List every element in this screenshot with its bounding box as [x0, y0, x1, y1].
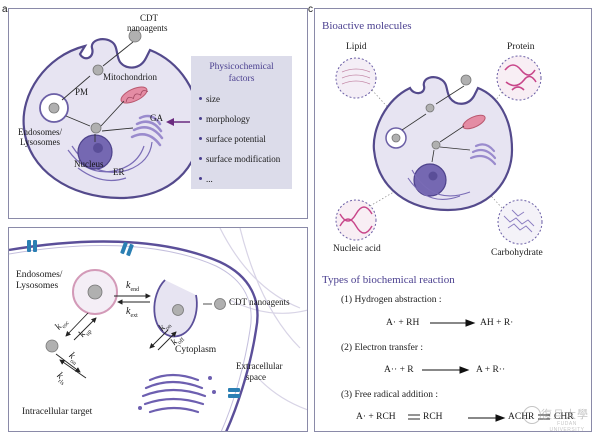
physicochemical-factors-box: Physicochemical factors size morphology …: [191, 56, 292, 189]
label-cdt-nanoagents-b: CDT nanoagents: [229, 297, 290, 307]
factor-item: surface potential: [199, 134, 288, 144]
label-carbohydrate: Carbohydrate: [491, 248, 543, 258]
endosome-particle-b: [87, 284, 103, 300]
bullet-icon: [199, 137, 202, 141]
bullet-icon: [199, 177, 202, 181]
endosome-particle: [48, 102, 60, 114]
label-er: ER: [113, 167, 125, 177]
rate-k-ext: kext: [126, 306, 138, 319]
label-lysosomes: Lysosomes: [20, 137, 61, 147]
factors-title: Physicochemical factors: [209, 62, 274, 84]
watermark-logo-icon: [523, 406, 541, 424]
label-extracellular: Extracellular: [236, 361, 283, 371]
label-lipid: Lipid: [346, 42, 367, 52]
label-space: space: [246, 372, 266, 382]
rate-k-end: kend: [126, 280, 140, 293]
bullet-icon: [199, 157, 202, 161]
factor-item: size: [199, 94, 288, 104]
factor-item: ...: [199, 174, 288, 184]
reaction-3-part-a: A· + RCH: [356, 412, 396, 422]
cell-membrane-b: [9, 240, 259, 431]
reaction-1-right: AH + R·: [480, 318, 514, 328]
cell-membrane: [22, 38, 202, 200]
label-protein: Protein: [507, 42, 535, 52]
label-cdt: CDT: [140, 13, 158, 23]
university-watermark: 復旦大學 FUDAN UNIVERSITY: [523, 404, 593, 434]
reaction-2-right: A + R··: [476, 365, 506, 375]
lipid-circle: [335, 57, 377, 99]
nanoagent-particle-b1: [172, 304, 184, 316]
factor-item: surface modification: [199, 154, 288, 164]
protein-circle: [496, 55, 542, 101]
panel-b: b: [8, 227, 308, 432]
panel-a: a: [2, 4, 308, 219]
panel-a-letter: a: [2, 4, 8, 15]
vesicle-particle: [92, 64, 104, 76]
golgi-apparatus: [130, 114, 164, 147]
reaction-1-heading: (1) Hydrogen abstraction :: [341, 295, 442, 305]
label-nucleic-acid: Nucleic acid: [333, 244, 381, 254]
panel-c-letter: c: [308, 4, 313, 15]
label-mitochondrion: Mitochondrion: [103, 72, 157, 82]
label-endosomes: Endosomes/: [18, 127, 62, 137]
reaction-3-part-c: ACHR: [508, 412, 535, 422]
membrane-channel-icon: [27, 240, 37, 252]
label-intracellular-target: Intracellular target: [22, 407, 93, 417]
nanoagent-particle: [128, 29, 142, 43]
label-endosomes-b: Endosomes/: [16, 270, 63, 280]
nanoagent-particle-b2: [214, 298, 226, 310]
bullet-icon: [199, 97, 202, 101]
reaction-1-left: A· + RH: [386, 318, 420, 328]
panel-c: c: [308, 4, 592, 432]
membrane-channel-icon: [120, 241, 134, 257]
central-particle: [90, 122, 102, 134]
nucleic-acid-circle: [335, 199, 377, 241]
bioactive-molecules-title: Bioactive molecules: [322, 20, 412, 32]
cell-membrane-c: [372, 76, 514, 212]
golgi-apparatus-b: [141, 373, 207, 414]
reaction-2-heading: (2) Electron transfer :: [341, 343, 424, 353]
reaction-3-heading: (3) Free radical addition :: [341, 390, 439, 400]
label-lysosomes-b: Lysosomes: [16, 281, 59, 291]
label-nanoagents: nanoagents: [127, 23, 168, 33]
reaction-3-part-b: RCH: [423, 412, 443, 422]
membrane-channel-icon: [228, 388, 240, 398]
bullet-icon: [199, 117, 202, 121]
label-pm: PM: [75, 87, 89, 97]
reactions-title: Types of biochemical reaction: [322, 274, 455, 286]
factor-item: morphology: [199, 114, 288, 124]
label-nucleus: Nucleus: [74, 159, 104, 169]
label-ga: GA: [150, 113, 163, 123]
label-cytoplasm: Cytoplasm: [175, 345, 217, 355]
reaction-2-left: A·· + R: [384, 365, 414, 375]
reaction-3-part-d: CHR: [554, 412, 574, 422]
cytoplasm-particle: [45, 339, 59, 353]
nucleus-organelle-c: [413, 163, 447, 197]
